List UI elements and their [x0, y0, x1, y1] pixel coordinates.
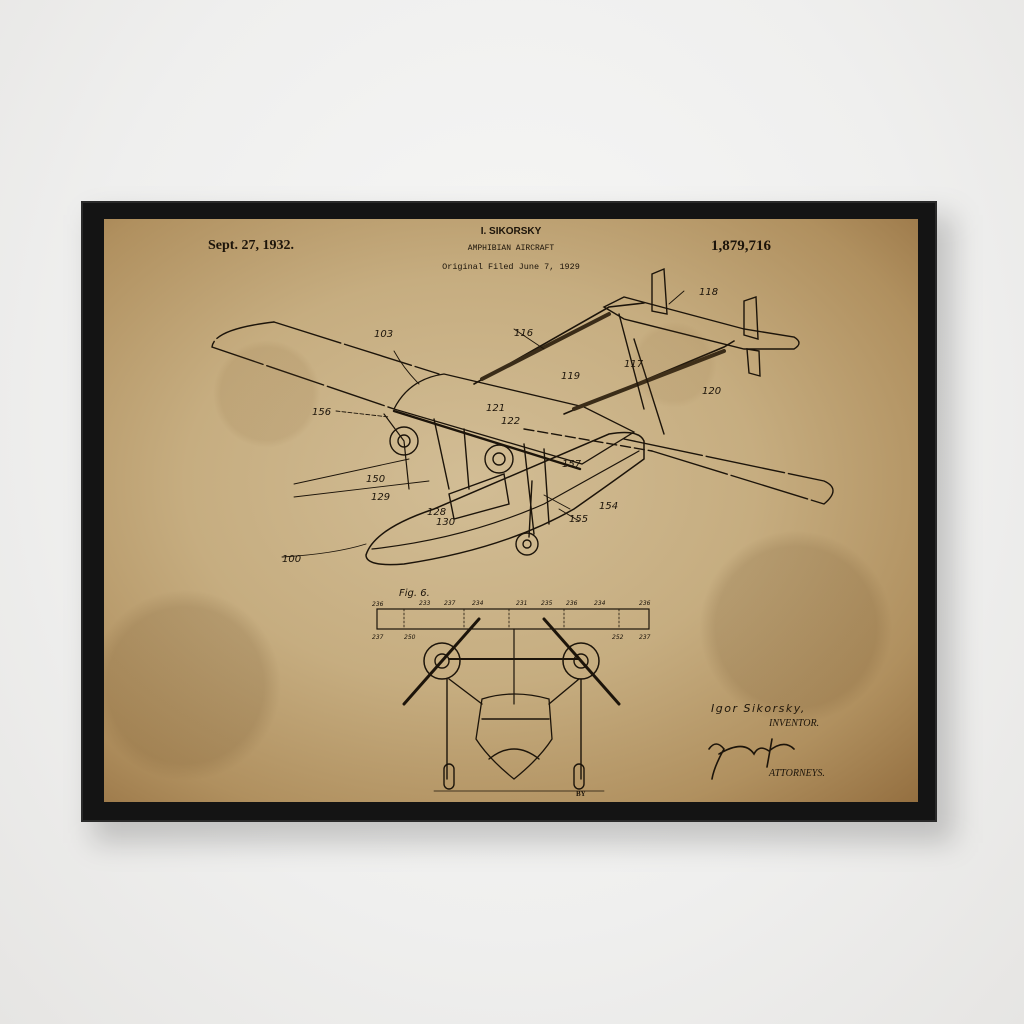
attorneys-label: ATTORNEYS.: [769, 768, 825, 779]
front-view-icon: [376, 608, 650, 792]
svg-text:129: 129: [371, 492, 390, 503]
svg-text:155: 155: [569, 514, 588, 525]
svg-text:237: 237: [372, 634, 384, 641]
svg-text:236: 236: [372, 601, 384, 608]
right-wing-icon: [523, 428, 834, 505]
svg-text:103: 103: [374, 329, 393, 340]
svg-text:150: 150: [366, 474, 385, 485]
by-label: BY: [576, 790, 586, 798]
svg-text:237: 237: [639, 634, 651, 641]
svg-text:234: 234: [594, 600, 606, 607]
svg-text:130: 130: [436, 517, 455, 528]
patent-date: Sept. 27, 1932.: [208, 238, 294, 253]
aircraft-drawing: 103 116 118 117 119 120 156 121 122 157 …: [211, 267, 834, 792]
svg-text:252: 252: [612, 634, 624, 641]
svg-text:250: 250: [404, 634, 416, 641]
svg-text:156: 156: [312, 407, 331, 418]
svg-text:100: 100: [282, 554, 301, 565]
svg-text:154: 154: [599, 501, 618, 512]
left-wing-icon: [211, 321, 440, 410]
svg-text:117: 117: [624, 359, 644, 370]
inventor-role: INVENTOR.: [769, 718, 820, 729]
picture-frame: Sept. 27, 1932. I. SIKORSKY AMPHIBIAN AI…: [81, 201, 937, 822]
svg-text:119: 119: [561, 371, 580, 382]
reference-labels: 103 116 118 117 119 120 156 121 122 157 …: [282, 287, 721, 641]
inventor-signature: Igor Sikorsky,: [711, 702, 806, 715]
svg-text:128: 128: [427, 507, 446, 518]
svg-text:Fig. 6.: Fig. 6.: [399, 588, 430, 599]
svg-text:235: 235: [541, 600, 553, 607]
svg-text:231: 231: [516, 600, 527, 607]
svg-text:236: 236: [566, 600, 578, 607]
svg-text:236: 236: [639, 600, 651, 607]
svg-text:237: 237: [444, 600, 456, 607]
svg-text:122: 122: [501, 416, 520, 427]
svg-text:157: 157: [562, 459, 582, 470]
svg-text:121: 121: [486, 403, 505, 414]
svg-text:116: 116: [514, 328, 533, 339]
svg-text:233: 233: [419, 600, 431, 607]
patent-title: AMPHIBIAN AIRCRAFT: [467, 244, 555, 253]
filed-date: Original Filed June 7, 1929: [442, 262, 580, 272]
patent-number: 1,879,716: [711, 238, 771, 254]
svg-text:234: 234: [472, 600, 484, 607]
svg-text:120: 120: [702, 386, 721, 397]
hull-icon: [365, 431, 645, 566]
svg-text:118: 118: [699, 287, 718, 298]
patent-paper: Sept. 27, 1932. I. SIKORSKY AMPHIBIAN AI…: [104, 219, 918, 802]
inventor-header: I. SIKORSKY: [480, 226, 542, 237]
